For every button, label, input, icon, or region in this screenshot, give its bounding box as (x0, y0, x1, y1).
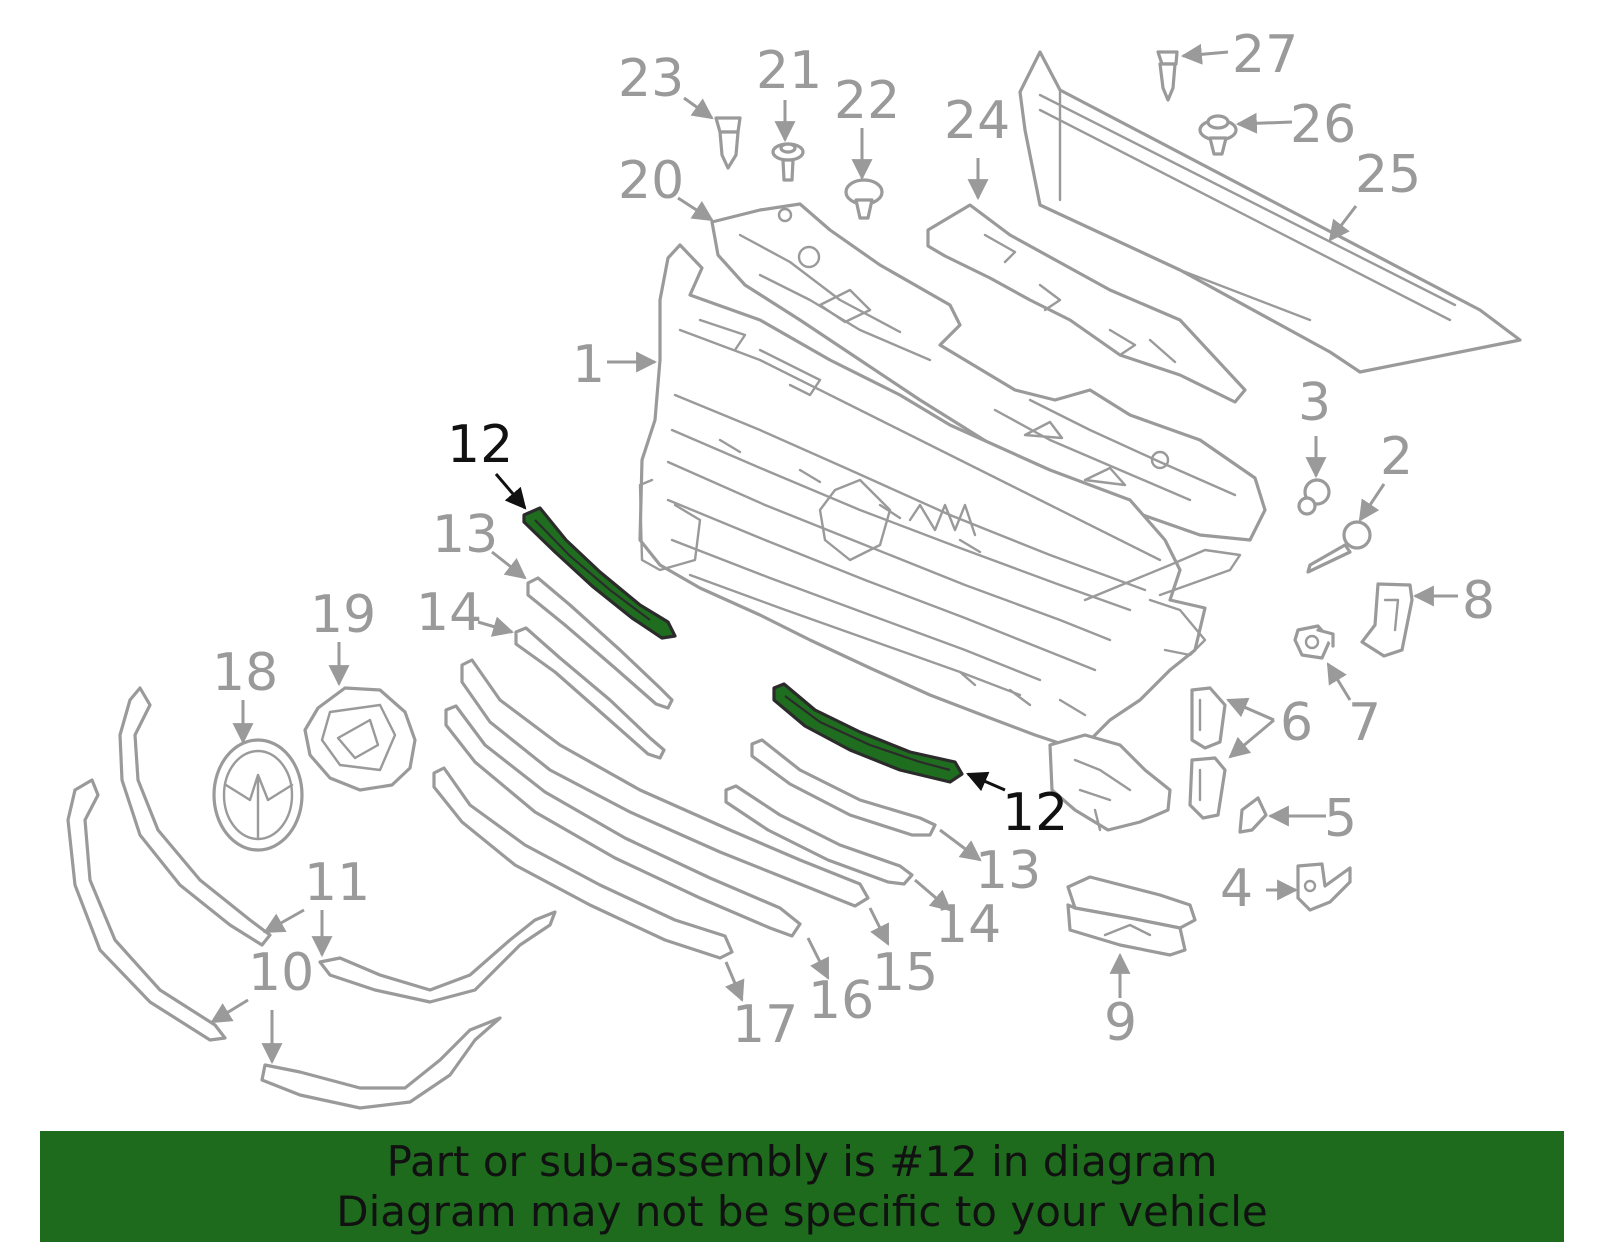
callout-13-upper: 13 (432, 505, 498, 565)
callout-labels: 1 2 3 4 5 6 7 8 9 10 11 12 12 13 13 14 1… (212, 25, 1495, 1055)
callout-21: 21 (756, 41, 822, 101)
part-11-molding (118, 686, 557, 1004)
footer-banner: Part or sub-assembly is #12 in diagram D… (40, 1131, 1564, 1242)
part-26-clip (1198, 114, 1238, 156)
part-22-clip (844, 178, 884, 220)
callout-20: 20 (618, 151, 684, 211)
part-13-strip-lower (750, 738, 937, 837)
part-10-molding (66, 778, 502, 1110)
leader-lines (210, 43, 1458, 1065)
part-16-strip (444, 704, 802, 938)
callout-25: 25 (1355, 145, 1421, 205)
callout-3: 3 (1298, 373, 1331, 433)
callout-18: 18 (212, 643, 278, 703)
part-24-bracket (926, 203, 1247, 404)
footer-line-disclaimer: Diagram may not be specific to your vehi… (336, 1186, 1268, 1236)
part-2-screw (1306, 520, 1372, 574)
part-13-strip-upper (526, 576, 674, 710)
callout-13-lower: 13 (975, 841, 1041, 901)
part-4-clip (1296, 862, 1352, 912)
footer-line-part-number: Part or sub-assembly is #12 in diagram (386, 1136, 1218, 1186)
callout-6: 6 (1280, 693, 1313, 753)
part-12-strip-upper (522, 506, 677, 640)
callout-12-lower: 12 (1002, 783, 1068, 843)
part-14-strip-lower (724, 784, 914, 886)
callout-1: 1 (572, 335, 605, 395)
callout-5: 5 (1324, 789, 1357, 849)
part-21-screw (771, 142, 805, 182)
part-17-strip (432, 766, 734, 960)
part-8-bracket (1360, 582, 1414, 658)
part-20-upper-tie-bar (710, 202, 1267, 542)
part-lower-bracket (1048, 733, 1172, 832)
callout-16: 16 (808, 971, 874, 1031)
part-25-upper-cover (1018, 50, 1522, 374)
callout-2: 2 (1380, 427, 1413, 487)
callout-8: 8 (1462, 571, 1495, 631)
callout-14-lower: 14 (935, 895, 1001, 955)
part-14-strip-upper (514, 626, 666, 760)
callout-22: 22 (834, 71, 900, 131)
callout-26: 26 (1290, 95, 1356, 155)
part-9-bracket (1066, 875, 1197, 957)
part-19-bracket (303, 686, 417, 792)
part-23-clip (714, 116, 742, 170)
callout-23: 23 (618, 49, 684, 109)
callout-9: 9 (1104, 993, 1137, 1053)
callout-17: 17 (732, 995, 798, 1055)
part-15-strip (460, 658, 870, 908)
callout-11: 11 (304, 853, 370, 913)
callout-4: 4 (1220, 859, 1253, 919)
part-12-strip-lower (772, 682, 964, 784)
callout-27: 27 (1232, 25, 1298, 85)
callout-15: 15 (872, 943, 938, 1003)
callout-24: 24 (944, 91, 1010, 151)
callout-10: 10 (248, 943, 314, 1003)
part-7-nut (1293, 624, 1335, 660)
callout-7: 7 (1348, 693, 1381, 753)
part-6-clips (1188, 686, 1227, 820)
part-27-clip (1156, 50, 1179, 102)
part-18-emblem (212, 738, 304, 852)
callout-12-upper: 12 (447, 415, 513, 475)
callout-14-upper: 14 (416, 583, 482, 643)
callout-19: 19 (310, 585, 376, 645)
part-3-clip (1297, 478, 1331, 516)
part-1-grille-frame (638, 243, 1242, 752)
part-5-clip (1238, 796, 1268, 834)
